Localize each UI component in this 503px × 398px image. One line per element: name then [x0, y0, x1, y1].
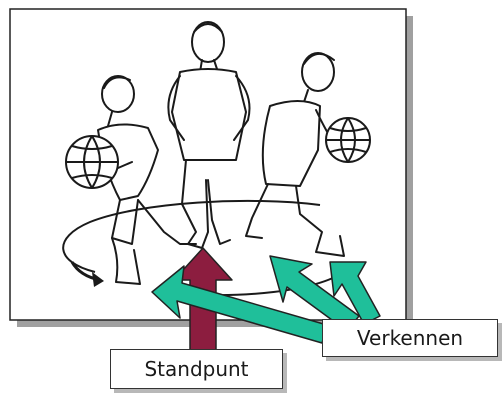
player-figure-right — [245, 52, 345, 257]
player-figure-center — [167, 21, 251, 249]
basketball-right — [325, 117, 371, 163]
label-standpunt: Standpunt — [110, 349, 283, 389]
rotation-arrowhead — [70, 261, 104, 287]
label-verkennen: Verkennen — [322, 319, 498, 357]
explore-arrows — [151, 255, 381, 344]
basketball-left — [65, 135, 119, 189]
